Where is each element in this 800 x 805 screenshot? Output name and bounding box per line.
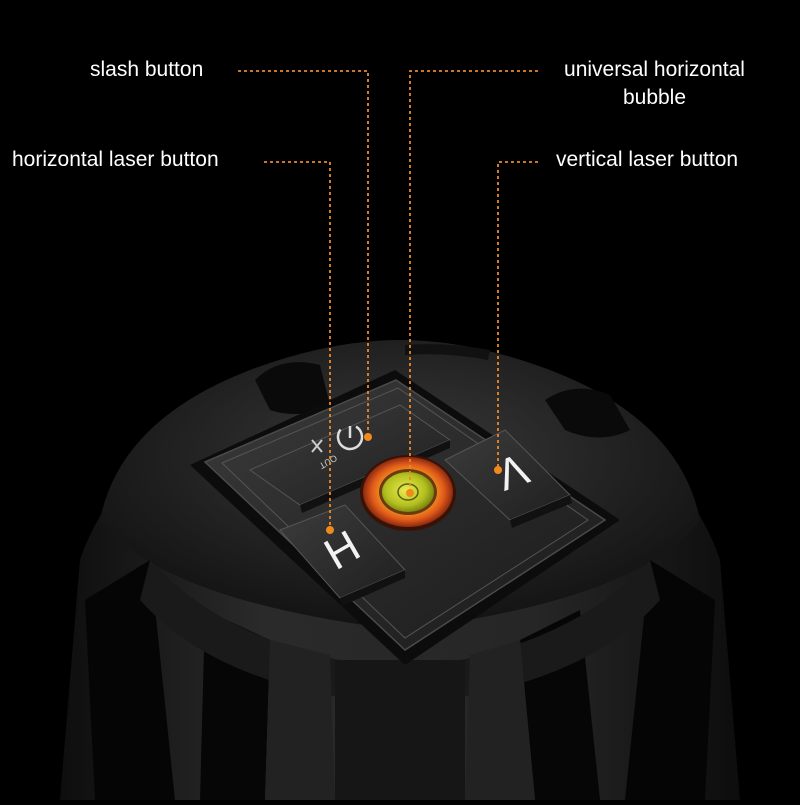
callout-lines xyxy=(238,70,538,534)
callout-bubble-line2: bubble xyxy=(622,86,687,109)
callout-slash-button: slash button xyxy=(90,58,204,81)
callout-vertical-laser-button: vertical laser button xyxy=(556,148,739,171)
power-icon xyxy=(336,423,364,451)
callout-bubble-line1: universal horizontal xyxy=(564,58,745,81)
slash-line-icon xyxy=(311,439,323,453)
callout-horizontal-laser-button: horizontal laser button xyxy=(12,148,219,171)
callout-universal-bubble: universal horizontal bubble xyxy=(542,56,767,112)
horizontal-laser-button[interactable]: H xyxy=(279,504,406,606)
